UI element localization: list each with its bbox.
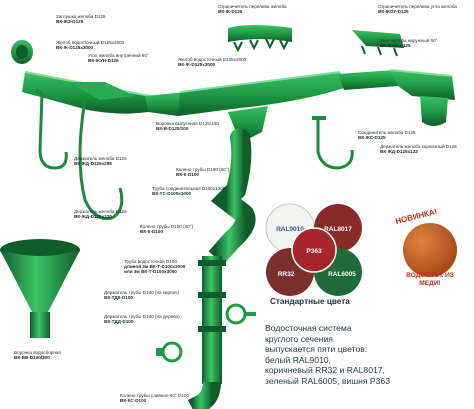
label-name: Держатель желоба D125 bbox=[74, 209, 127, 214]
swatch-p363: P363 bbox=[291, 227, 337, 273]
copper-line-1: ВОДОСТОК ИЗ bbox=[406, 272, 454, 279]
swatch-ral9010-label: RAL9010 bbox=[276, 226, 304, 233]
bracket-eave-part bbox=[34, 88, 68, 170]
pipe-holder-wood-part bbox=[156, 341, 183, 363]
label-name: Угол желоба наружный 90° bbox=[380, 38, 438, 43]
bracket-frontal-part bbox=[312, 116, 354, 170]
connector-part bbox=[420, 96, 448, 126]
caption-line: круглого сечения bbox=[265, 333, 333, 344]
label-bracket-320: Держатель желоба D125 ВК-ЖД-D125х320 bbox=[74, 209, 127, 219]
label-code: ВК-ЖД-D125х288 bbox=[74, 161, 112, 167]
colors-title: Стандартные цвета bbox=[270, 297, 350, 306]
color-swatches: RAL9010 RAL8017 RR32 RAL6005 P363 bbox=[265, 203, 362, 296]
label-code: ВК-ЖС-D125 bbox=[358, 135, 386, 141]
label-bracket-eave: Держатель желоба D125 ВК-ЖД-D125х288 bbox=[74, 156, 127, 166]
caption-line: коричневый RR32 и RAL8017, bbox=[265, 365, 385, 376]
label-code: ВК-К-D100 bbox=[140, 229, 163, 235]
label-name: Воронка водосборная bbox=[14, 350, 61, 355]
bracket-320-part bbox=[78, 99, 124, 221]
label-holder-brick: Держатель трубы D100 (на кирпич) ВК-ТДК-… bbox=[104, 290, 179, 300]
label-name: Ограничитель перелива угла желоба bbox=[378, 4, 457, 9]
label-outlet: Воронка выпускная D125/100 ВК-В-D125/100 bbox=[156, 121, 219, 131]
label-inner-corner: Угол желоба внутренний 90° ВК-ЖУН-D125 bbox=[88, 53, 149, 63]
swatch-ral6005-label: RAL6005 bbox=[328, 271, 356, 278]
label-outlet-elbow: Колено трубы сливное 60° D100 ВК-КС-D100 bbox=[120, 393, 189, 403]
label-code: ВК-КС-D100 bbox=[120, 398, 147, 404]
label-name: Держатель трубы D100 (на дерево) bbox=[104, 314, 180, 319]
label-name: Колено трубы D100 (60°) bbox=[176, 167, 230, 172]
label-code: ВК-В-D125/100 bbox=[156, 126, 189, 132]
label-code: ВК-Ж-D125х3000 bbox=[56, 45, 94, 51]
corner-splash-guard-part bbox=[352, 30, 404, 57]
label-code: ВК-ЖД-D125х132 bbox=[380, 149, 418, 155]
copper-line-2: МЕДИ! bbox=[419, 279, 441, 287]
label-name: Ограничитель перелива желоба bbox=[218, 4, 287, 9]
label-name: Колено трубы D100 (60°) bbox=[140, 224, 194, 229]
outer-corner-part bbox=[389, 69, 455, 100]
label-name: Труба водосточная D100 bbox=[124, 259, 177, 264]
downpipe-assembly bbox=[187, 128, 256, 409]
label-corner-splash-guard: Ограничитель перелива угла желоба ВК-ЖОУ… bbox=[378, 4, 457, 14]
caption-line: белый RAL9010, bbox=[265, 354, 331, 365]
gutter-right-part bbox=[178, 70, 398, 116]
label-bracket-frontal: Держатель желоба карнизный D125 ВК-ЖД-D1… bbox=[380, 144, 457, 154]
caption-line: Водосточная система bbox=[265, 323, 352, 333]
caption-line: выпускается пяти цветов: bbox=[265, 344, 368, 355]
gutter-left-part bbox=[22, 71, 151, 114]
label-connector: Соединитель желоба D125 ВК-ЖС-D125 bbox=[358, 130, 416, 140]
label-funnel: Воронка водосборная ВК-ВВ-D100/300 bbox=[14, 350, 61, 360]
pipe-holder-brick-part bbox=[225, 303, 256, 325]
splash-guard-part bbox=[228, 25, 292, 53]
label-code: ВК-ЖЗ-D125 bbox=[56, 19, 84, 25]
label-end-cap: Заглушка желоба D125 ВК-ЖЗ-D125 bbox=[56, 14, 106, 24]
label-code: ВК-ТДД-D100 bbox=[104, 319, 134, 325]
swatch-ral8017-label: RAL8017 bbox=[324, 226, 352, 233]
label-elbow-60-top: Колено трубы D100 (60°) ВК-К-D100 bbox=[176, 167, 229, 177]
label-code: ВК-ЖД-D125х320 bbox=[74, 214, 112, 220]
label-code-alt: или 3м ВК-Т-D100х3000 bbox=[124, 269, 177, 275]
copper-swatch bbox=[403, 223, 457, 277]
swatch-p363-label: P363 bbox=[306, 248, 322, 255]
label-name: Держатель желоба карнизный D125 bbox=[380, 144, 457, 149]
label-name: Воронка выпускная D125/100 bbox=[156, 121, 219, 126]
label-name: Держатель трубы D100 (на кирпич) bbox=[104, 290, 179, 295]
inner-corner-part bbox=[145, 92, 185, 116]
label-splash-guard: Ограничитель перелива желоба ВК-Ж-D125 bbox=[218, 4, 287, 14]
label-elbow-60-mid: Колено трубы D100 (60°) ВК-К-D100 bbox=[140, 224, 193, 234]
label-name: Заглушка желоба D125 bbox=[56, 14, 106, 19]
label-code: ВК-ЖУН-D125 bbox=[88, 58, 119, 64]
funnel-part bbox=[0, 239, 80, 338]
label-code: длиной 2м ВК-Т-D100х2000 bbox=[124, 264, 186, 270]
label-code: ВК-ЖУВ-D125 bbox=[380, 43, 411, 49]
label-name: Желоб водосточный D125х3000 bbox=[56, 40, 125, 45]
label-holder-wood: Держатель трубы D100 (на дерево) ВК-ТДД-… bbox=[104, 314, 180, 324]
label-code: ВК-К-D100 bbox=[176, 172, 199, 178]
label-name: Угол желоба внутренний 90° bbox=[88, 53, 149, 58]
label-pipe-connector: Труба соединительная D100х1000 ВК-ТС-D10… bbox=[152, 186, 225, 196]
label-code: ВК-Ж-D125 bbox=[218, 9, 243, 15]
label-name: Держатель желоба D125 bbox=[74, 156, 127, 161]
label-name: Труба соединительная D100х1000 bbox=[152, 186, 226, 191]
copper-badge-text: ВОДОСТОК ИЗ МЕДИ! bbox=[398, 272, 462, 287]
label-code: ВК-ТДК-D100 bbox=[104, 295, 133, 301]
label-gutter-3000: Желоб водосточный D125х3000 ВК-Ж-D125х30… bbox=[56, 40, 124, 50]
label-name: Соединитель желоба D125 bbox=[358, 130, 416, 135]
label-code: ВК-Ж-D125х3000 bbox=[178, 62, 216, 68]
label-name: Желоб водосточный D125х3000 bbox=[178, 57, 247, 62]
caption-line: зеленый RAL6005, вишня P363 bbox=[265, 375, 390, 386]
label-code: ВК-ТС-D100х1000 bbox=[152, 191, 192, 197]
label-code: ВК-ЖОУ-D125 bbox=[378, 9, 409, 15]
end-cap-part bbox=[11, 40, 33, 64]
label-code: ВК-ВВ-D100/300 bbox=[14, 355, 50, 361]
label-name: Колено трубы сливное 60° D100 bbox=[120, 393, 190, 398]
label-gutter-3000b: Желоб водосточный D125х3000 ВК-Ж-D125х30… bbox=[178, 57, 246, 67]
swatch-rr32-label: RR32 bbox=[278, 271, 295, 278]
label-outer-corner: Угол желоба наружный 90° ВК-ЖУВ-D125 bbox=[380, 38, 437, 48]
label-downpipe: Труба водосточная D100 длиной 2м ВК-Т-D1… bbox=[124, 259, 185, 275]
system-caption: Водосточная система круглого сечения вып… bbox=[265, 323, 465, 387]
